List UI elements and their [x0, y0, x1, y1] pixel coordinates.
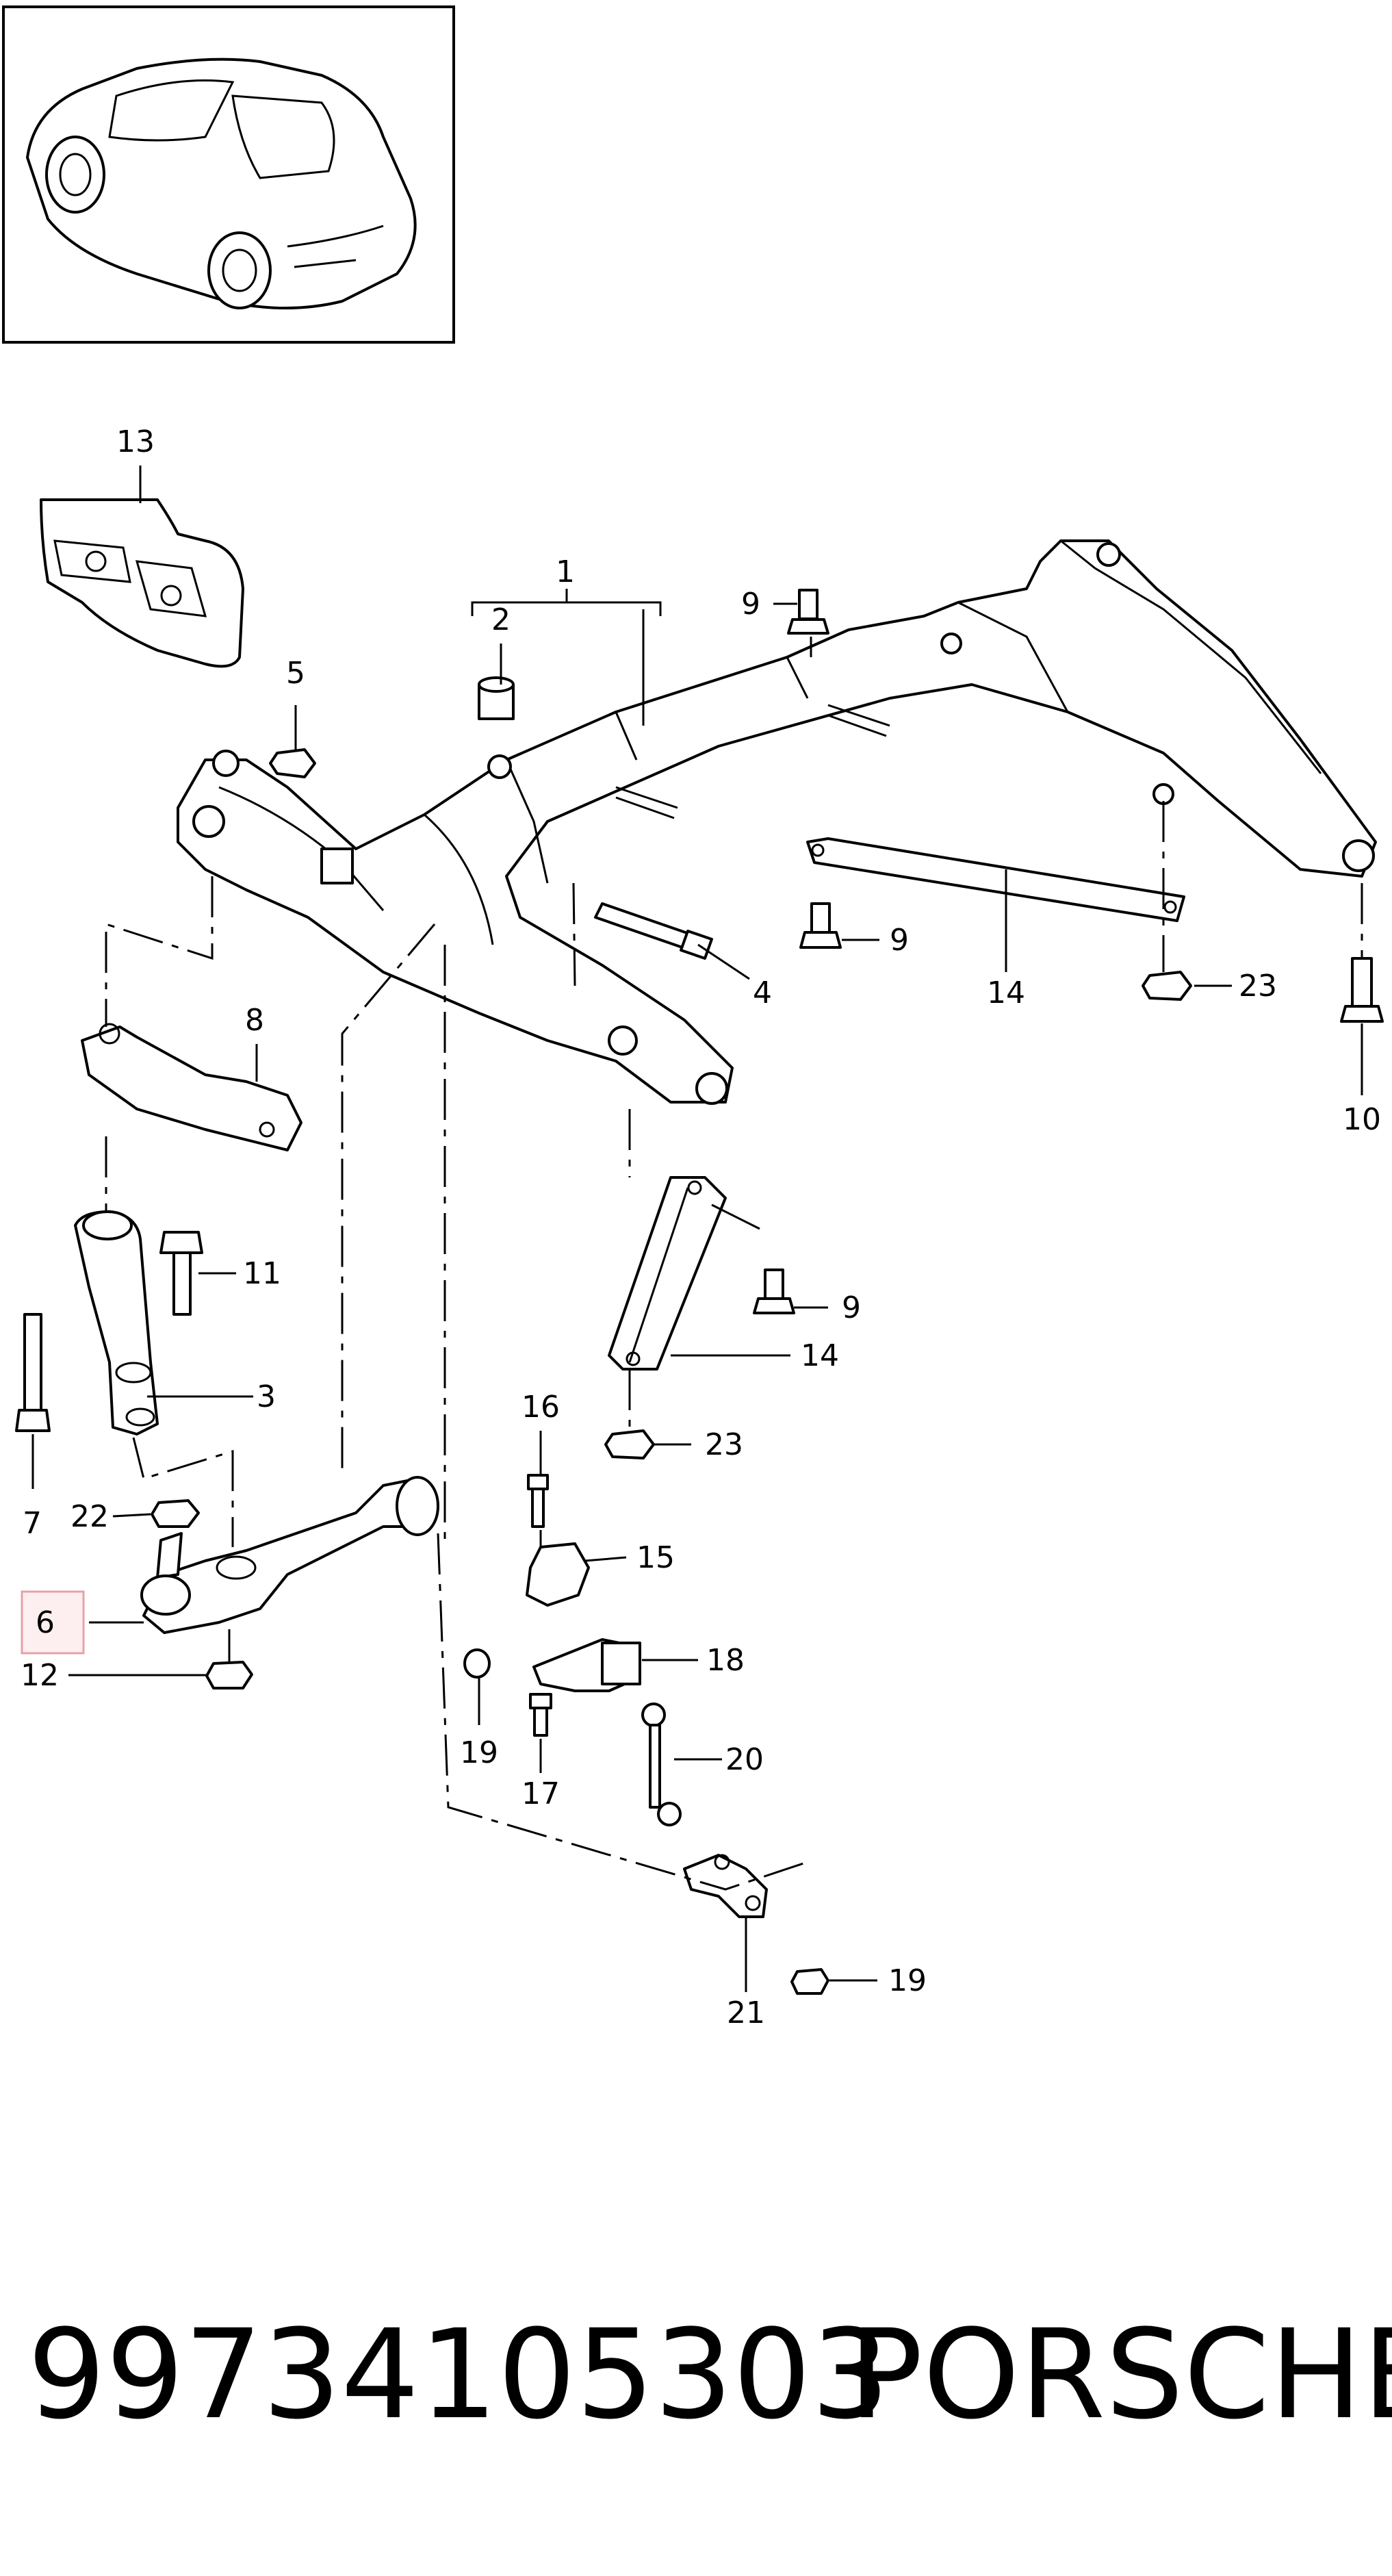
callout-20[interactable]: 20: [725, 1742, 764, 1777]
part-5-nut: [269, 748, 316, 778]
part-22-nut: [151, 1499, 200, 1528]
part-19-nut-lower: [790, 1968, 829, 1995]
callout-9-lower[interactable]: 9: [842, 1290, 861, 1325]
part-9-bolt-mid: [799, 902, 842, 949]
callout-2[interactable]: 2: [491, 602, 511, 637]
part-11-bolt: [159, 1231, 203, 1316]
part-12-nut: [205, 1661, 253, 1689]
part-23-nut-lower: [604, 1429, 655, 1459]
callout-19-lower[interactable]: 19: [888, 1963, 927, 1998]
callout-3[interactable]: 3: [257, 1379, 276, 1414]
car-thumbnail: [2, 5, 455, 344]
part-number: 99734105303: [27, 2304, 890, 2447]
callout-6-highlight: [21, 1590, 85, 1655]
part-7-bolt: [15, 1313, 51, 1432]
part-18-sensor: [532, 1638, 641, 1692]
part-23-nut-upper: [1142, 971, 1192, 1001]
callout-21[interactable]: 21: [727, 1995, 765, 2030]
callout-18[interactable]: 18: [706, 1643, 745, 1678]
part-14-brace-upper: [806, 837, 1185, 922]
callout-12[interactable]: 12: [21, 1658, 59, 1693]
callout-13[interactable]: 13: [116, 424, 155, 459]
part-14-brace-lower: [608, 1176, 727, 1370]
callout-7[interactable]: 7: [23, 1506, 42, 1541]
callout-5[interactable]: 5: [286, 656, 305, 691]
leader-lines: [31, 466, 1363, 1992]
part-9-bolt-lower: [753, 1268, 795, 1314]
part-13-bracket: [40, 498, 244, 668]
part-20-link: [641, 1703, 682, 1826]
alignment-lines: [105, 637, 1363, 1975]
part-16-bolt: [527, 1474, 549, 1528]
callout-19-upper[interactable]: 19: [460, 1735, 498, 1770]
part-8-plate: [81, 1023, 302, 1151]
callout-22[interactable]: 22: [70, 1499, 109, 1534]
callout-1[interactable]: 1: [556, 554, 575, 589]
callout-6[interactable]: 6: [36, 1605, 55, 1640]
callout-14-upper[interactable]: 14: [987, 975, 1025, 1010]
callout-15[interactable]: 15: [636, 1540, 675, 1575]
part-4-bolt: [594, 902, 713, 960]
callout-14-lower[interactable]: 14: [801, 1338, 839, 1373]
part-19-nut-upper: [463, 1648, 491, 1679]
part-3-bracket: [74, 1210, 159, 1436]
callout-4[interactable]: 4: [753, 975, 772, 1010]
callout-11[interactable]: 11: [243, 1256, 281, 1291]
callout-9-mid[interactable]: 9: [890, 923, 909, 958]
callout-10[interactable]: 10: [1343, 1102, 1381, 1137]
part-9-bolt-top: [787, 589, 829, 635]
part-17-bolt: [529, 1693, 552, 1737]
footer: 99734105303 PORSCHE: [0, 2300, 1392, 2451]
callout-23-lower[interactable]: 23: [705, 1427, 743, 1462]
part-10-bolt: [1340, 957, 1384, 1023]
part-15-bracket: [526, 1542, 590, 1607]
callout-16[interactable]: 16: [521, 1390, 560, 1425]
callout-9-top[interactable]: 9: [741, 587, 760, 622]
brand-name: PORSCHE: [849, 2304, 1392, 2447]
callout-17[interactable]: 17: [521, 1776, 560, 1811]
part-6-control-arm: [140, 1476, 439, 1634]
callout-23-upper[interactable]: 23: [1239, 969, 1277, 1004]
part-2-bushing: [478, 676, 515, 720]
part-1-subframe: [177, 539, 1377, 1105]
part-21-bracket: [683, 1854, 768, 1918]
callout-8[interactable]: 8: [245, 1003, 264, 1038]
